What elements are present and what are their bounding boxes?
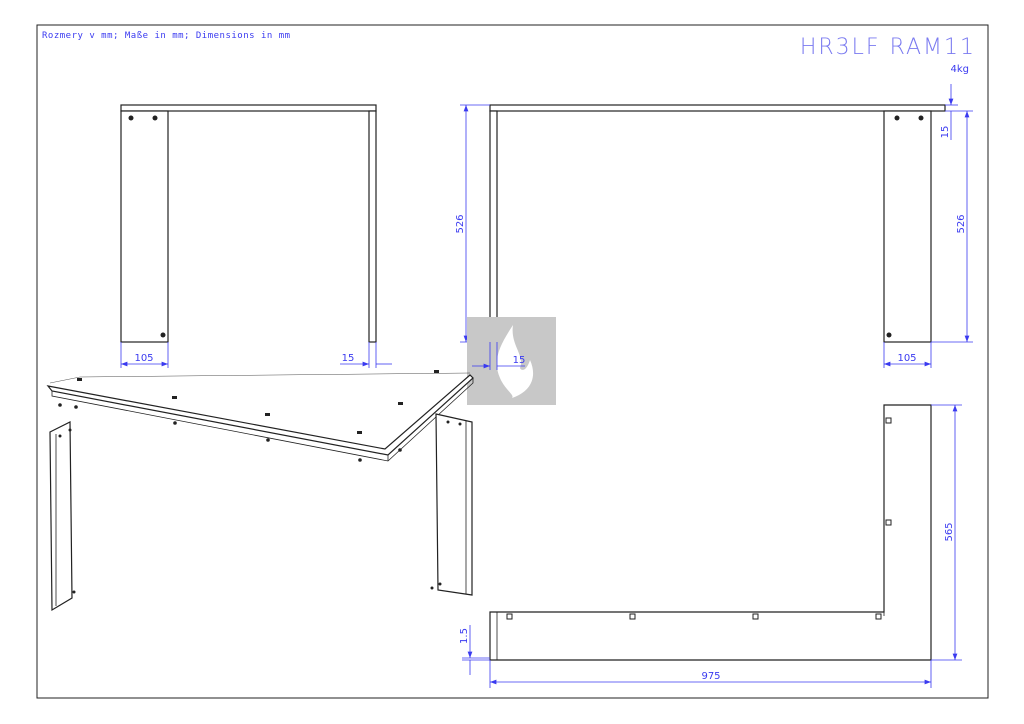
weight-label: 4kg [950,64,969,75]
flame-watermark [467,317,556,405]
dim-side-height-left: 526 [455,214,466,233]
plan-view: 565 975 1.5 [459,404,962,688]
drawing-title: HR3LF RAM11 [800,35,976,60]
dim-side-top-thickness: 15 [940,126,951,139]
front-view: 105 15 [120,104,392,368]
side-leg-thickness-dim: 15 [472,342,525,370]
drawing-frame [36,24,989,699]
dim-side-leg-width: 105 [897,353,916,364]
dim-side-leg-thickness: 15 [513,355,526,366]
dim-side-height-right: 526 [956,214,967,233]
dim-plan-depth: 565 [944,522,955,541]
dim-front-leg-width: 105 [134,353,153,364]
dim-plan-width: 975 [701,671,720,682]
units-note: Rozmery v mm; Maße in mm; Dimensions in … [42,31,291,41]
dim-plan-thickness: 1.5 [459,628,470,644]
isometric-view [46,370,474,612]
dim-front-leg-thickness: 15 [342,353,355,364]
